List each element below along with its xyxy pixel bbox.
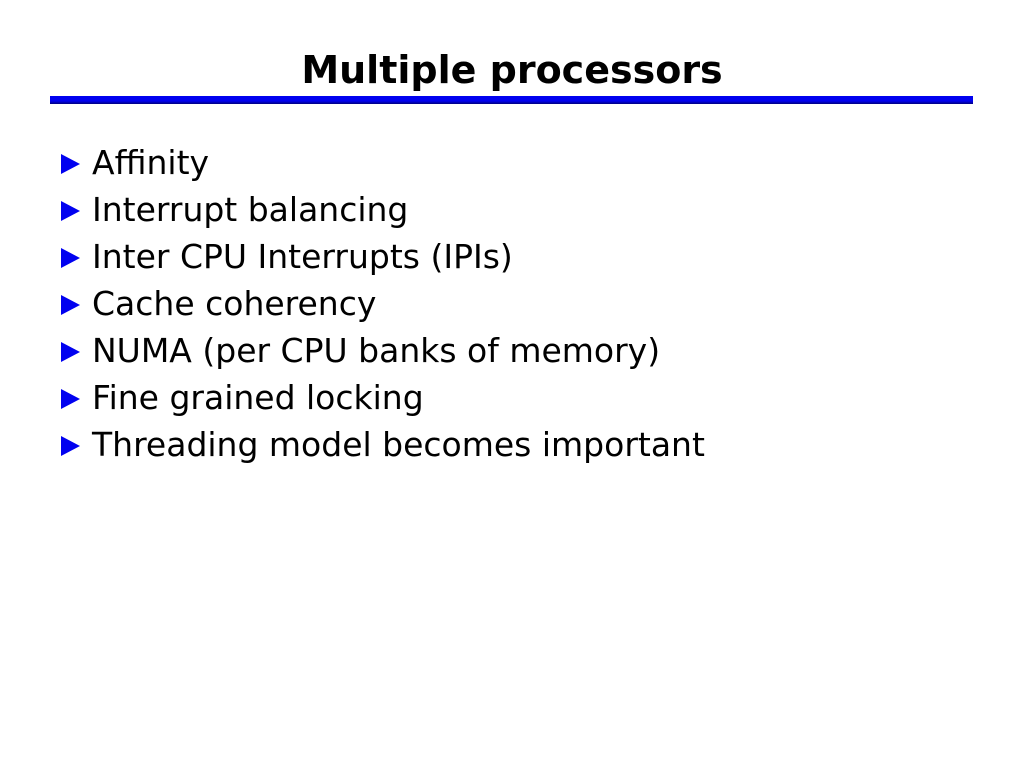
bullet-list: Affinity Interrupt balancing Inter CPU I… [61, 139, 705, 468]
list-item: Affinity [61, 139, 705, 186]
triangle-right-icon [61, 247, 80, 268]
list-item: Threading model becomes important [61, 421, 705, 468]
bullet-text: Inter CPU Interrupts (IPIs) [92, 237, 513, 276]
triangle-right-icon [61, 341, 80, 362]
list-item: Inter CPU Interrupts (IPIs) [61, 233, 705, 280]
bullet-text: Fine grained locking [92, 378, 424, 417]
page-title: Multiple processors [301, 48, 723, 92]
list-item: NUMA (per CPU banks of memory) [61, 327, 705, 374]
bullet-text: NUMA (per CPU banks of memory) [92, 331, 661, 370]
bullet-text: Interrupt balancing [92, 190, 409, 229]
triangle-right-icon [61, 153, 80, 174]
triangle-right-icon [61, 200, 80, 221]
list-item: Fine grained locking [61, 374, 705, 421]
title-underline-rule [50, 96, 973, 104]
triangle-right-icon [61, 294, 80, 315]
bullet-text: Affinity [92, 143, 210, 182]
triangle-right-icon [61, 388, 80, 409]
bullet-text: Cache coherency [92, 284, 377, 323]
list-item: Interrupt balancing [61, 186, 705, 233]
triangle-right-icon [61, 435, 80, 456]
list-item: Cache coherency [61, 280, 705, 327]
bullet-text: Threading model becomes important [92, 425, 705, 464]
